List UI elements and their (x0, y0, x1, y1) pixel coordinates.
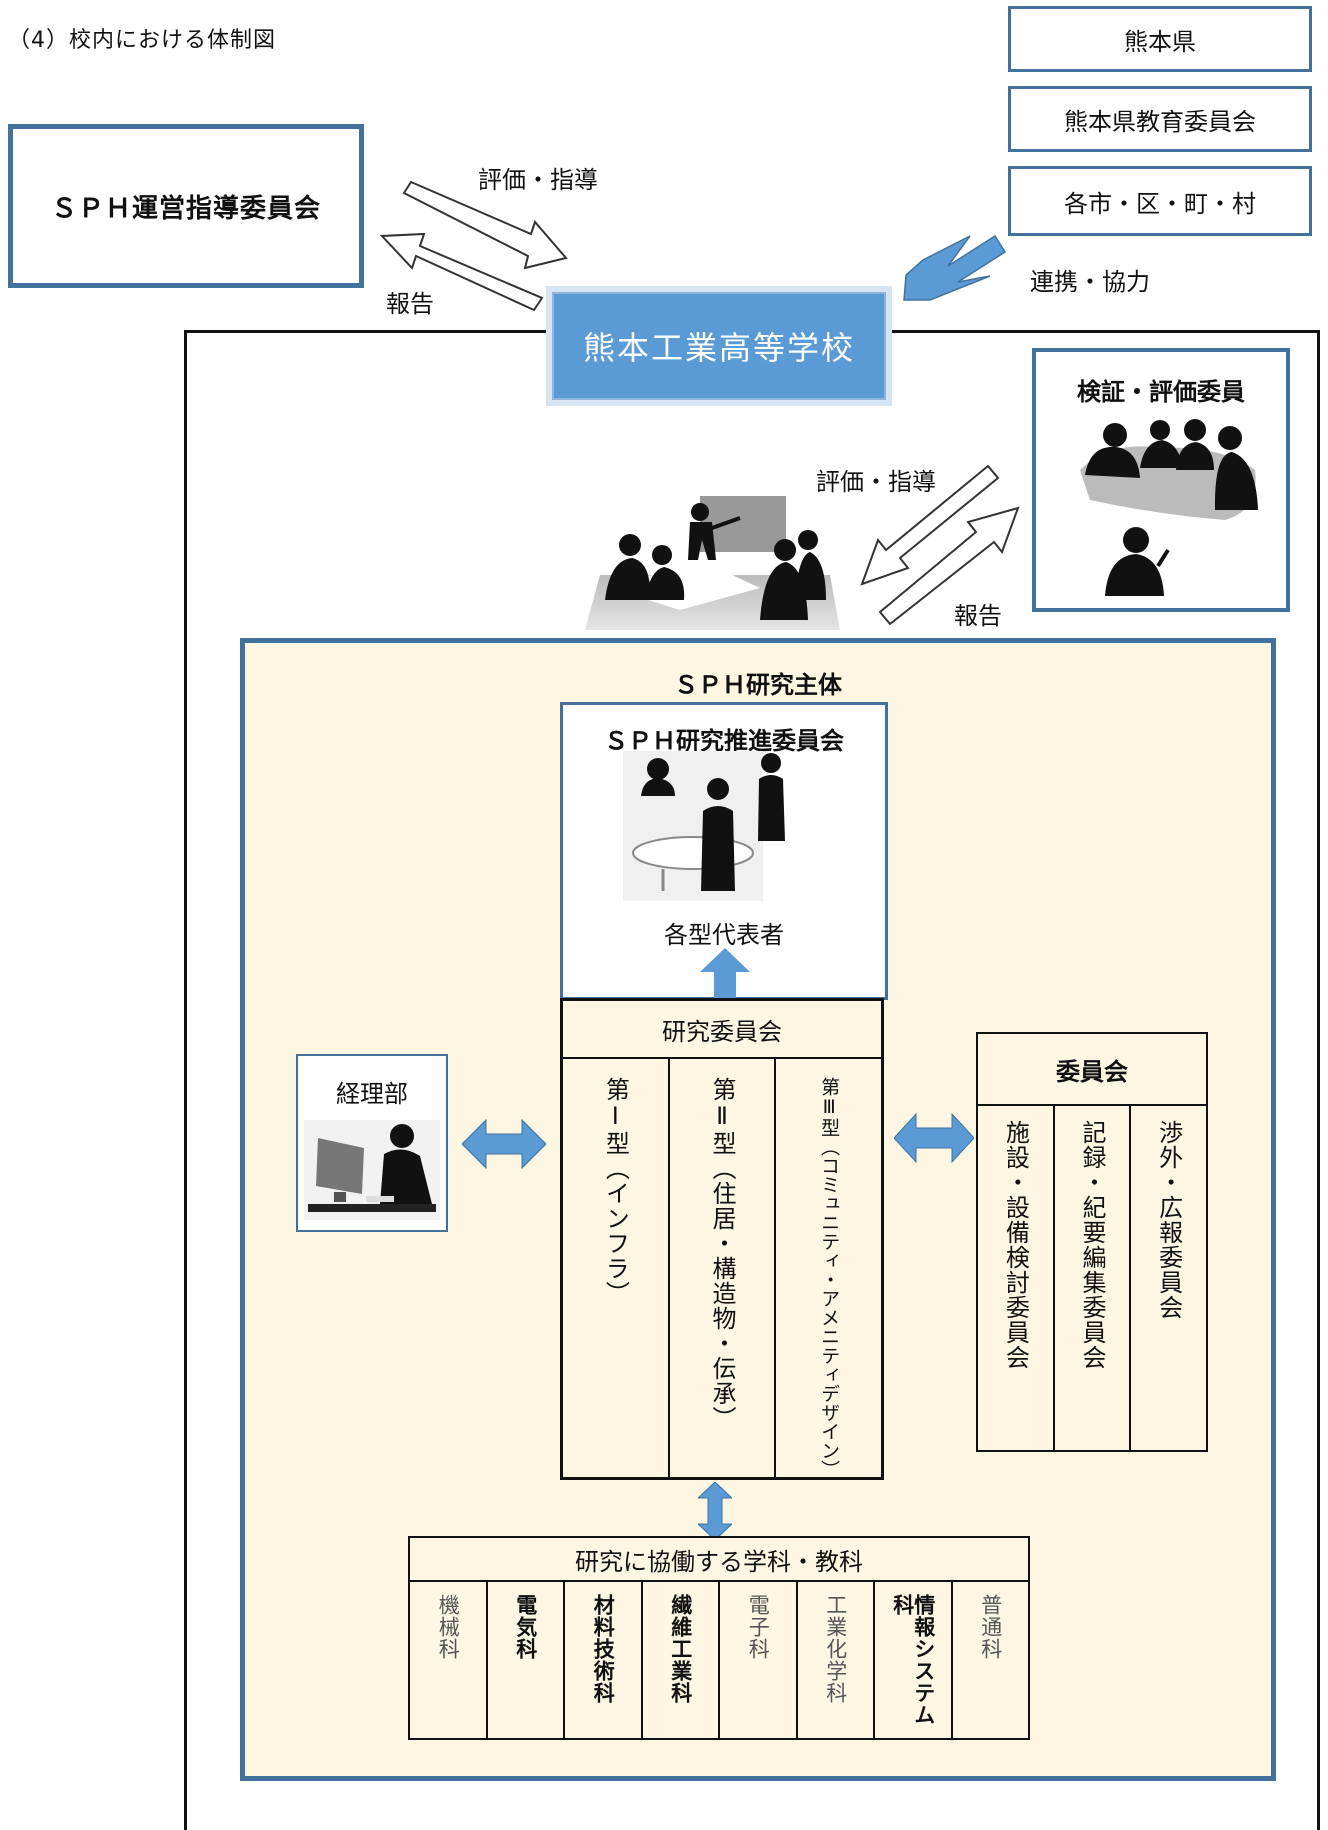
external-box-education-board: 熊本県教育委員会 (1008, 86, 1312, 152)
department-label: 機械科 (436, 1594, 461, 1660)
verification-committee-label: 検証・評価委員 (1077, 378, 1245, 406)
type-2-label: 第Ⅱ型（住居・構造物・伝承） (708, 1077, 736, 1431)
department-cell: 普通科 (953, 1582, 1029, 1740)
school-name-label: 熊本工業高等学校 (582, 329, 855, 367)
promotion-committee-label: ＳＰＨ研究推進委員会 (604, 727, 844, 755)
department-label: 電気科 (513, 1594, 538, 1660)
departments-title: 研究に協働する学科・教科 (575, 1547, 863, 1576)
report-arrow-mid (878, 506, 1020, 626)
meeting-silhouette-icon (585, 496, 840, 630)
department-cell: 情報システム科 (875, 1582, 953, 1740)
department-cell: 電子科 (720, 1582, 798, 1740)
committee-silhouette-icon (623, 751, 763, 901)
computer-worker-icon (304, 1120, 440, 1220)
team-silhouette-icon (1080, 419, 1258, 520)
department-cell: 機械科 (410, 1582, 488, 1740)
type-1-cell: 第Ⅰ型（インフラ） (563, 1059, 670, 1479)
committee-record-label: 記録・紀要編集委員会 (1078, 1120, 1106, 1370)
committee-pr-label: 渉外・広報委員会 (1154, 1120, 1183, 1320)
cooperation-label: 連携・協力 (1030, 268, 1150, 296)
departments-double-arrow (698, 1482, 732, 1540)
report-arrow-top (379, 232, 544, 312)
departments-box: 研究に協働する学科・教科 機械科 電気科 材料技術科 繊維工業科 電子科 工業化… (408, 1536, 1030, 1740)
sph-research-body-title: ＳＰＨ研究主体 (674, 671, 842, 699)
research-committee-box: 研究委員会 第Ⅰ型（インフラ） 第Ⅱ型（住居・構造物・伝承） 第Ⅲ型（コミュニテ… (560, 998, 884, 1480)
external-label-education-board: 熊本県教育委員会 (1064, 107, 1256, 136)
page-heading: （4）校内における体制図 (8, 28, 276, 53)
departments-header: 研究に協働する学科・教科 (410, 1538, 1028, 1582)
eval-guidance-arrow-mid (860, 464, 1000, 586)
external-label-municipalities: 各市・区・町・村 (1064, 189, 1256, 218)
committees-double-arrow (894, 1112, 974, 1164)
department-label: 情報システム科 (890, 1594, 936, 1726)
external-box-prefecture: 熊本県 (1008, 6, 1312, 72)
report-label-top-text: 報告 (386, 290, 434, 318)
eval-guidance-arrow-top (402, 180, 568, 270)
department-cell: 材料技術科 (565, 1582, 643, 1740)
type-3-cell: 第Ⅲ型（コミュニティ・アメニティデザイン） (776, 1059, 881, 1479)
department-cell: 繊維工業科 (643, 1582, 720, 1740)
external-label-prefecture: 熊本県 (1124, 27, 1196, 56)
committees-box: 委員会 施設・設備検討委員会 記録・紀要編集委員会 渉外・広報委員会 (976, 1032, 1208, 1452)
type-2-cell: 第Ⅱ型（住居・構造物・伝承） (670, 1059, 777, 1479)
type-3-label: 第Ⅲ型（コミュニティ・アメニティデザイン） (818, 1077, 841, 1479)
sph-steering-committee-label: ＳＰＨ運営指導委員会 (50, 193, 321, 224)
type-1-label: 第Ⅰ型（インフラ） (601, 1077, 630, 1306)
representatives-label: 各型代表者 (664, 921, 784, 949)
external-box-municipalities: 各市・区・町・村 (1008, 166, 1312, 236)
department-label: 電子科 (746, 1594, 771, 1660)
report-label-mid: 報告 (954, 602, 1002, 630)
up-arrow (700, 948, 750, 1004)
department-label: 普通科 (978, 1594, 1003, 1660)
committee-pr-cell: 渉外・広報委員会 (1131, 1106, 1206, 1452)
standing-silhouette-icon (758, 753, 785, 841)
department-cell: 電気科 (488, 1582, 565, 1740)
sph-steering-committee-box: ＳＰＨ運営指導委員会 (8, 124, 364, 288)
committee-facility-cell: 施設・設備検討委員会 (978, 1106, 1055, 1452)
department-label: 繊維工業科 (668, 1594, 693, 1704)
committees-header: 委員会 (978, 1034, 1206, 1106)
eval-guidance-label-mid: 評価・指導 (816, 468, 936, 496)
school-name-box: 熊本工業高等学校 (546, 286, 892, 406)
research-committee-header: 研究委員会 (563, 1001, 881, 1059)
department-label: 工業化学科 (823, 1594, 848, 1704)
department-cell: 工業化学科 (798, 1582, 875, 1740)
eval-guidance-label-top: 評価・指導 (478, 166, 598, 194)
presenter-silhouette-icon (1105, 527, 1170, 596)
accounting-label: 経理部 (336, 1080, 408, 1108)
accounting-double-arrow (462, 1118, 546, 1170)
department-label: 材料技術科 (591, 1594, 616, 1704)
accounting-box: 経理部 (296, 1054, 448, 1232)
research-committee-label: 研究委員会 (662, 1017, 782, 1046)
committees-title: 委員会 (1056, 1057, 1128, 1086)
cooperation-arrow (903, 234, 1007, 301)
committee-record-cell: 記録・紀要編集委員会 (1055, 1106, 1132, 1452)
committee-facility-label: 施設・設備検討委員会 (1001, 1120, 1030, 1370)
